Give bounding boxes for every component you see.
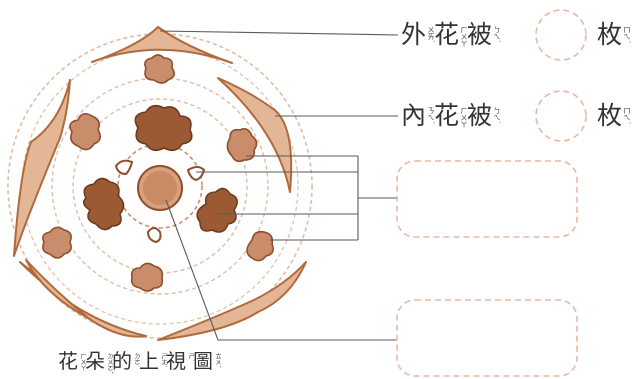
- outer-tepal-char-3: 被: [467, 20, 493, 49]
- outer-tepal-zhuyin-3: ㄅㄟˋ: [493, 26, 502, 44]
- inner-tepal-zhuyin-1: ㄋㄟˋ: [427, 107, 436, 125]
- outer-tepal-char-1: 外: [401, 20, 427, 49]
- stamen-outer-5: [246, 230, 274, 262]
- stigma-lobe-left: [114, 159, 134, 176]
- stamen-inner-right: [196, 187, 238, 233]
- caption-zhuyin-1: ㄏㄨㄚ: [79, 353, 86, 371]
- inner-tepal-char-2: 花: [434, 101, 460, 130]
- outer-tepal-char-2: 花: [434, 20, 460, 49]
- leader-lines: [159, 30, 399, 341]
- label-outer-unit: 枚ㄇㄟˊ: [597, 20, 632, 49]
- caption-char-2: 朵: [85, 349, 105, 373]
- outer-tepal-zhuyin-1: ㄨㄞˋ: [427, 26, 436, 44]
- stamen-outer-1: [144, 54, 176, 84]
- count-circle-outer-tepal[interactable]: [535, 9, 587, 61]
- caption-zhuyin-5: ㄕˋ: [187, 353, 194, 362]
- inner-unit-zhuyin: ㄇㄟˊ: [623, 107, 632, 125]
- caption-zhuyin-4: ㄕㄤˋ: [160, 353, 167, 368]
- answer-boxes: [396, 160, 578, 377]
- inner-tepal-zhuyin-2: ㄏㄨㄚ: [460, 107, 469, 128]
- stamen-outer-4: [42, 226, 72, 259]
- caption-zhuyin-6: ㄊㄨˊ: [214, 353, 221, 368]
- outer-tepal-zhuyin-2: ㄏㄨㄚ: [460, 26, 469, 47]
- count-circle-inner-tepal[interactable]: [535, 90, 587, 142]
- stigma-lobes: [114, 159, 206, 244]
- leader-outer-tepal: [159, 30, 399, 36]
- stamen-outer-2: [69, 112, 102, 151]
- inner-tepals: [19, 77, 293, 338]
- ring-2: [21, 47, 299, 325]
- inner-unit-char: 枚: [597, 101, 623, 130]
- ovary-inner: [143, 171, 177, 205]
- outer-tepal-left: [13, 79, 71, 257]
- ring-3: [51, 77, 269, 295]
- leader-ovary: [165, 199, 397, 341]
- leader-stamens: [196, 155, 397, 241]
- stamen-outer-3: [226, 128, 258, 163]
- label-outer-tepal: 外ㄨㄞˋ 花ㄏㄨㄚ 被ㄅㄟˋ: [401, 20, 502, 49]
- answer-box-ovary[interactable]: [396, 299, 578, 377]
- outer-unit-zhuyin: ㄇㄟˊ: [623, 26, 632, 44]
- central-ovary: [137, 165, 183, 211]
- caption-char-6: 圖: [193, 349, 213, 373]
- stamen-outer-6: [130, 262, 164, 292]
- outer-tepal-top: [91, 26, 233, 64]
- inner-tepal-zhuyin-3: ㄅㄟˋ: [493, 107, 502, 125]
- stamen-inner-left: [82, 177, 125, 231]
- caption-char-3: 的: [112, 349, 132, 373]
- inner-tepal-char-3: 被: [467, 101, 493, 130]
- stigma-lobe-right: [186, 166, 206, 182]
- answer-box-stamens[interactable]: [396, 160, 578, 238]
- outer-stamens: [42, 54, 274, 292]
- caption-char-1: 花: [58, 349, 78, 373]
- stamen-inner-top: [134, 104, 193, 152]
- caption-char-5: 視: [166, 349, 186, 373]
- inner-tepal-left-strip: [25, 259, 89, 319]
- caption-char-4: 上: [139, 349, 159, 373]
- label-inner-unit: 枚ㄇㄟˊ: [597, 101, 632, 130]
- inner-stamens: [82, 104, 238, 233]
- outer-tepal-right: [157, 261, 307, 341]
- caption-zhuyin-3: ㄉㄜ˙: [133, 353, 140, 368]
- inner-tepal-char-1: 內: [401, 101, 427, 130]
- outer-unit-char: 枚: [597, 20, 623, 49]
- outer-tepals: [13, 26, 307, 341]
- label-inner-tepal: 內ㄋㄟˋ 花ㄏㄨㄚ 被ㄅㄟˋ: [401, 101, 502, 130]
- stigma-lobe-bottom: [146, 227, 162, 244]
- count-circles: [535, 9, 587, 142]
- caption: 花ㄏㄨㄚ 朵ㄉㄨㄛˇ 的ㄉㄜ˙ 上ㄕㄤˋ 視ㄕˋ 圖ㄊㄨˊ: [58, 349, 221, 374]
- caption-zhuyin-2: ㄉㄨㄛˇ: [106, 353, 113, 374]
